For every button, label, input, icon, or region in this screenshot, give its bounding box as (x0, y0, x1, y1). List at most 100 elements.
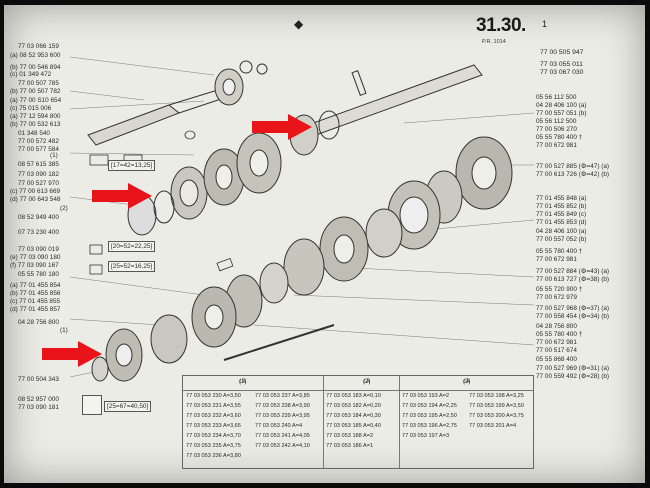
part-label: 77 03 067 030 (540, 69, 584, 76)
part-label: 77 00 507 785 (18, 80, 59, 87)
part-label: (a) 77 01 455 854 (10, 282, 61, 289)
part-label: (f) 77 03 090 167 (10, 262, 59, 269)
page-number: 31.30. (476, 15, 526, 36)
part-label: 05 55 868 400 (536, 356, 577, 363)
part-label: 77 00 672 981 (536, 256, 577, 263)
part-label: 04 28 406 100 (a) (536, 228, 587, 235)
table-header-row: (1) ↕A (2) ↕A (3) ↕A (183, 376, 533, 391)
part-label: (1) (60, 327, 68, 334)
table-cell: 77 03 053 239 A=3,95 (255, 413, 310, 419)
output-shaft (293, 64, 483, 141)
part-label: 77 00 527 970 (18, 180, 59, 187)
table-cell: 77 03 053 199 A=3,50 (469, 403, 524, 409)
table-cell: 77 03 053 201 A=4 (469, 423, 517, 429)
part-label: 77 03 055 011 (540, 61, 583, 68)
part-label: 77 00 613 726 (⚙=42) (b) (536, 171, 610, 178)
part-label: 04 28 406 100 (a) (536, 102, 587, 109)
part-label: 04 28 756 800 (536, 323, 577, 330)
part-label: 01 348 540 (18, 130, 50, 137)
table-cell: 77 03 053 230 A=3,50 (186, 393, 241, 399)
part-label: 77 03 090 019 (18, 246, 59, 253)
table-cell: 77 03 053 241 A=4,05 (255, 433, 310, 439)
part-label: 08 52 957 000 (18, 396, 59, 403)
primary-shaft (87, 60, 268, 146)
part-label: 77 00 506 270 (536, 126, 577, 133)
shim-selection-table: (1) ↕A (2) ↕A (3) ↕A 77 03 053 230 A=3,5… (182, 375, 534, 469)
highlight-arrow-middle (92, 183, 152, 209)
table-header-suffix: ↕A (463, 379, 471, 385)
part-label: 77 00 517 674 (536, 347, 577, 354)
part-label: 77 00 672 981 (536, 339, 577, 346)
part-label: 77 01 455 852 (b) (536, 203, 587, 210)
part-label: 77 00 557 051 (b) (536, 110, 587, 117)
part-label: 77 00 505 947 (540, 49, 584, 56)
part-label: 77 00 572 482 (18, 138, 59, 145)
table-cell: 77 03 053 184 A=0,30 (326, 413, 381, 419)
page-index: 1 (542, 19, 548, 29)
table-header-suffix: ↕A (363, 379, 371, 385)
lower-gear-train (91, 216, 369, 382)
part-label: 77 01 455 853 (d) (536, 219, 587, 226)
upper-gear-cluster (127, 110, 340, 236)
part-label: (c) 77 00 613 669 (10, 188, 61, 195)
table-cell: 77 03 053 188 A=2 (326, 433, 374, 439)
part-label: 77 01 455 848 (a) (536, 195, 587, 202)
part-label: (a) 77 00 S10 654 (10, 97, 62, 104)
part-label: (c) 75 015 006 (10, 105, 52, 112)
table-cell: 77 03 053 237 A=3,85 (255, 393, 310, 399)
table-cell: 77 03 053 182 A=0,20 (326, 403, 381, 409)
table-column-1 (183, 376, 324, 468)
part-label: 77 00 527 885 (⚙=47) (a) (536, 163, 610, 170)
brand-logo: ◆ (294, 17, 304, 31)
table-cell: 77 03 053 231 A=3,55 (186, 403, 241, 409)
table-header: (2) (363, 379, 371, 385)
part-label: 05 55 780 400 † (536, 331, 583, 338)
part-label: (b) 77 00 546 894 (10, 64, 61, 71)
part-label: (1) (50, 152, 58, 159)
part-label: 77 00 672 979 (536, 294, 577, 301)
highlight-arrow-bottom (42, 341, 102, 367)
part-label: 05 55 780 400 † (536, 134, 583, 141)
part-label: (b) 77 00 532 613 (10, 121, 61, 128)
spec-box: [20=52=22,25] (108, 241, 156, 252)
part-label: 77 00 557 052 (b) (536, 236, 587, 243)
part-label: 08 57 615 385 (18, 161, 59, 168)
table-cell: 77 03 053 240 A=4 (255, 423, 303, 429)
table-cell: 77 03 053 183 A=0,10 (326, 393, 381, 399)
table-cell: 77 03 053 233 A=3,65 (186, 423, 241, 429)
table-header-suffix: ↕A (239, 379, 247, 385)
part-label: (2) (60, 205, 68, 212)
part-label: (c) 77 01 455 855 (10, 298, 61, 305)
table-header: (3) (463, 379, 471, 385)
part-label: 77 03 090 182 (18, 171, 59, 178)
table-cell: 77 03 053 232 A=3,60 (186, 413, 241, 419)
part-label: (c) 01 349 472 (10, 71, 52, 78)
part-label: (b) 77 01 455 856 (10, 290, 61, 297)
sub-reference: P.R. 1014 (482, 39, 506, 45)
spec-box: [25=52=16,25] (108, 261, 156, 272)
part-label: 77 00 504 343 (18, 376, 59, 383)
part-label: 05 55 780 400 † (536, 248, 583, 255)
part-label: 77 03 066 159 (18, 43, 59, 50)
table-cell: 77 03 053 242 A=4,10 (255, 443, 310, 449)
part-label: (a) 08 52 953 600 (10, 52, 61, 59)
table-cell: 77 03 053 193 A=2 (402, 393, 450, 399)
table-cell: 77 03 053 194 A=2,25 (402, 403, 457, 409)
table-cell: 77 03 053 234 A=3,70 (186, 433, 241, 439)
table-cell: 77 03 053 198 A=3,25 (469, 393, 524, 399)
right-gear-cluster (365, 136, 513, 258)
part-label: (e) 77 03 090 180 (10, 254, 61, 261)
table-cell: 77 03 053 185 A=0,40 (326, 423, 381, 429)
part-label: 77 00 527 969 (⚙=31) (a) (536, 365, 610, 372)
part-label: 77 00 613 727 (⚙=38) (b) (536, 276, 610, 283)
part-label: 07 73 230 400 (18, 229, 59, 236)
table-cell: 77 03 053 195 A=2,50 (402, 413, 457, 419)
gearbox-exploded-diagram (69, 56, 535, 382)
part-label: 77 00 527 968 (⚙=37) (a) (536, 305, 610, 312)
part-label: 05 55 720 900 † (536, 286, 583, 293)
spec-box: [17=42=13,25] (108, 160, 156, 171)
highlight-arrow-top (252, 114, 312, 140)
part-label: (d) 77 01 455 857 (10, 306, 61, 313)
table-cell: 77 03 053 186 A=1 (326, 443, 374, 449)
